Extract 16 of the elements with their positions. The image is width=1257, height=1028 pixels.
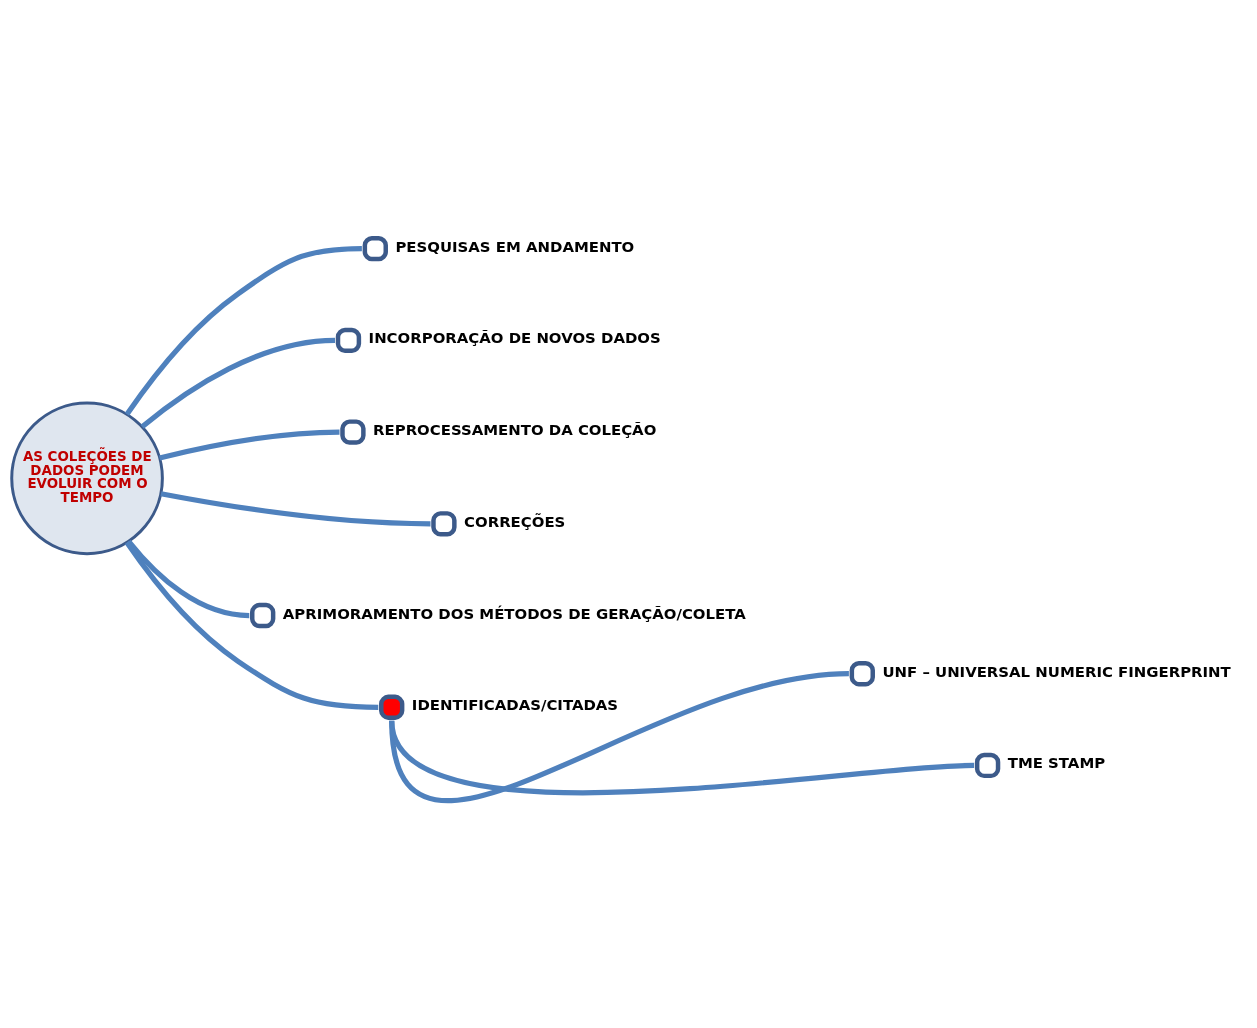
connector [160, 491, 431, 527]
node-label: IDENTIFICADAS/CITADAS [411, 696, 619, 715]
connector [126, 539, 250, 619]
node-label: INCORPORAÇÃO DE NOVOS DADOS [368, 329, 661, 348]
node-label: REPROCESSAMENTO DA COLEÇÃO [373, 421, 657, 440]
node-circle: AS COLEÇÕES DE DADOS PODEM EVOLUIR COM O TEMPO [10, 401, 164, 556]
node-label: UNF – UNIVERSAL NUMERIC FINGERPRINT [882, 662, 1231, 681]
connector [140, 337, 336, 429]
connector [389, 719, 975, 796]
connector [389, 671, 850, 803]
connector [124, 541, 379, 710]
node-label: TME STAMP [1007, 754, 1106, 773]
node-label: APRIMORAMENTO DOS MÉTODOS DE GERAÇÃO/COLETA [282, 604, 746, 623]
connector [158, 429, 340, 461]
node-label: CORREÇÕES [464, 512, 566, 531]
node-label: PESQUISAS EM ANDAMENTO [395, 237, 635, 256]
